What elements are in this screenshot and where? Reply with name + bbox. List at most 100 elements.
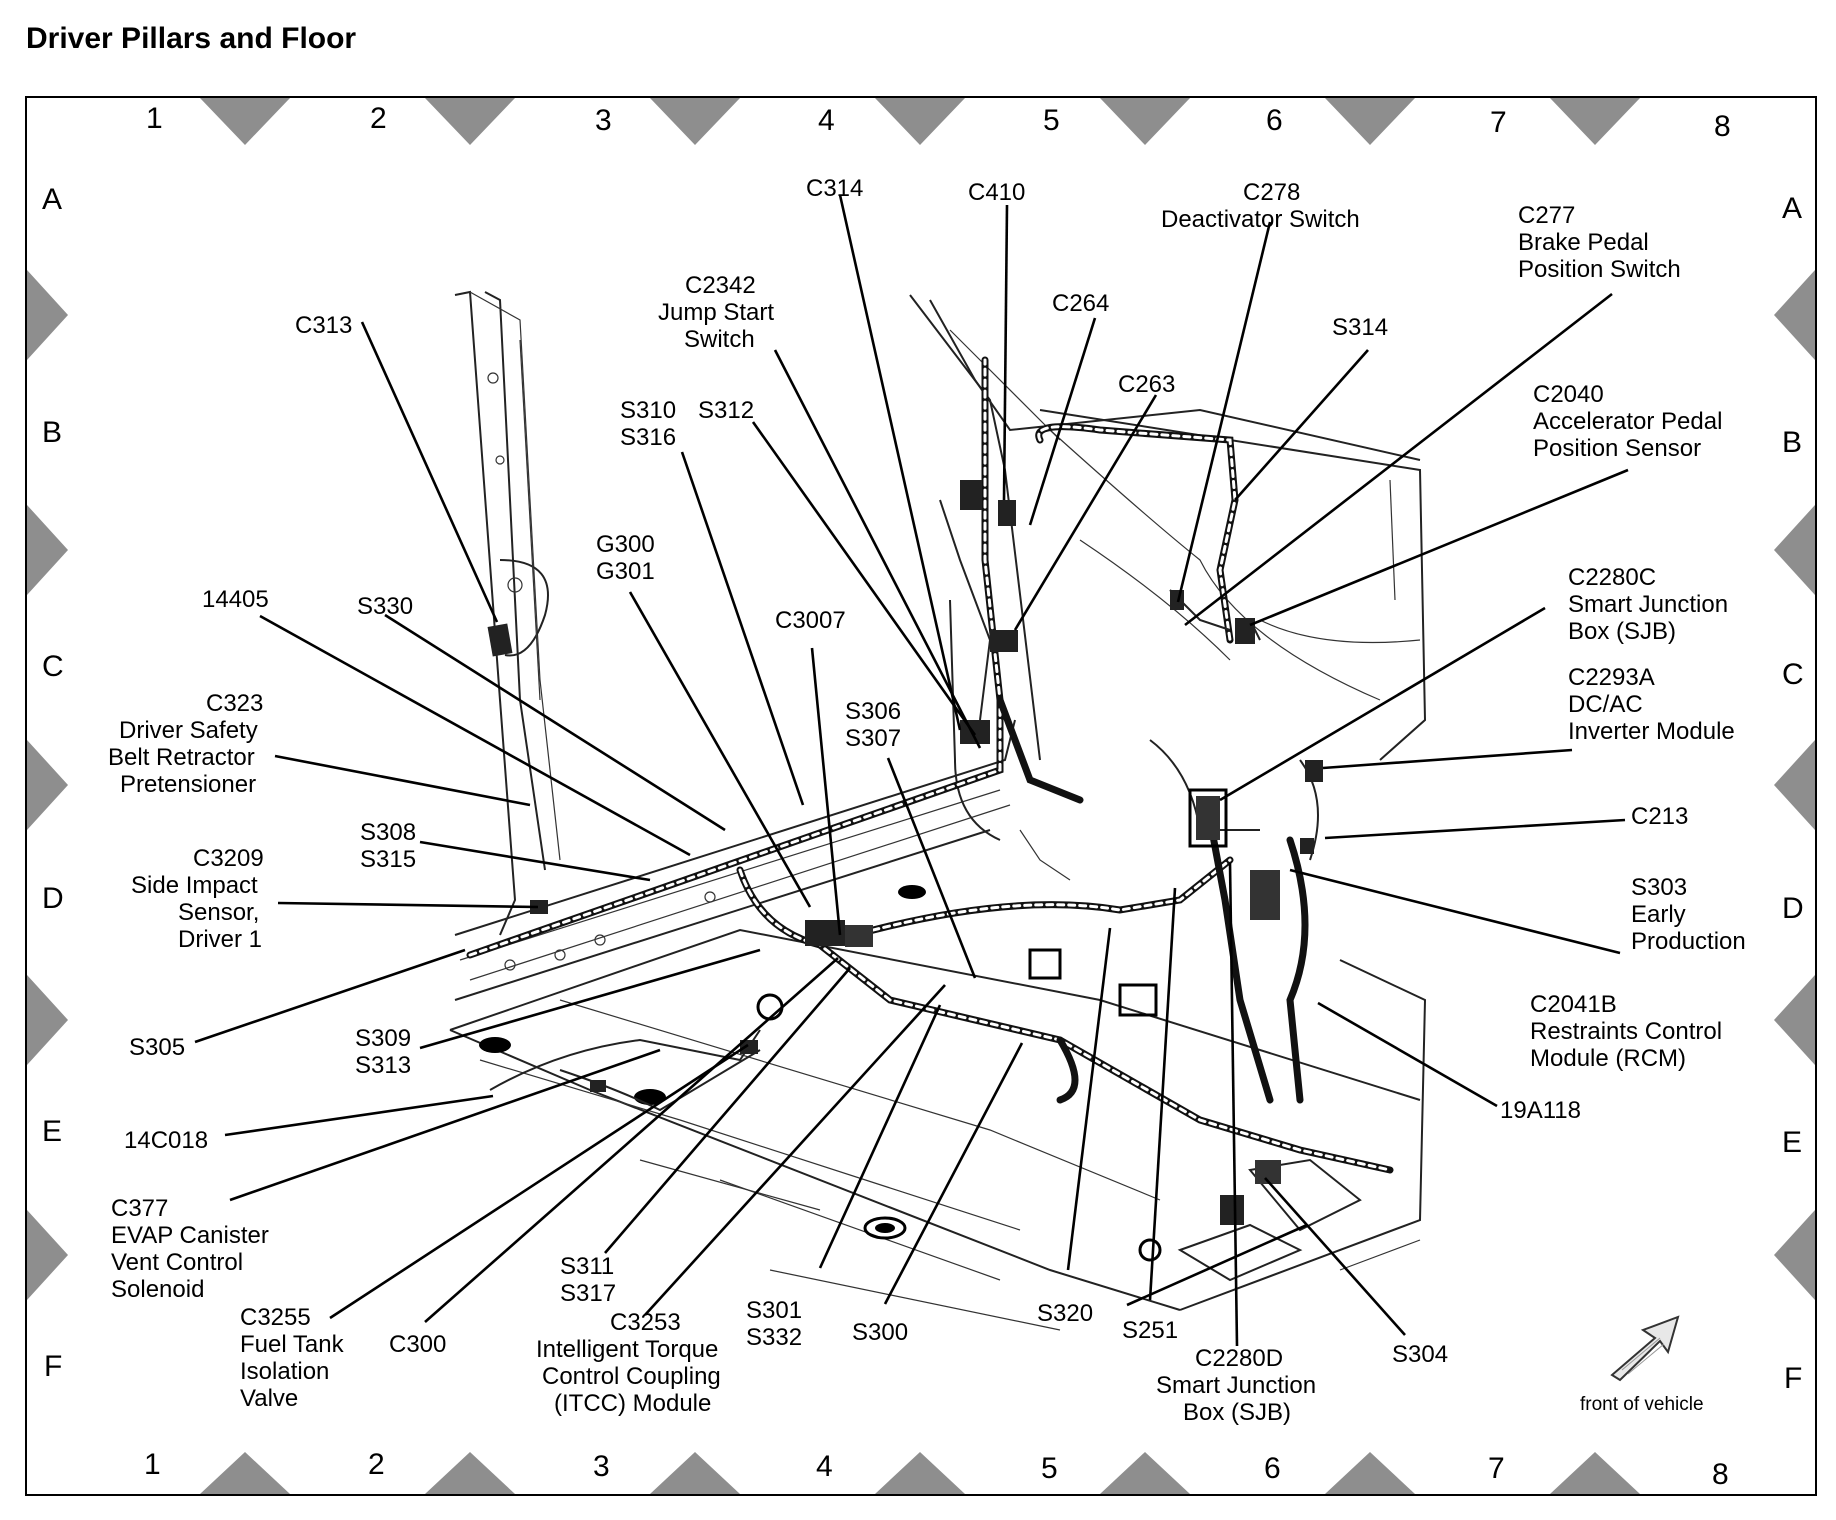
label-c3255-desc1: Fuel Tank <box>240 1331 345 1358</box>
label-s313: S313 <box>355 1052 411 1079</box>
label-c2293a: C2293A <box>1568 664 1655 691</box>
label-c377-desc2: Vent Control <box>111 1249 243 1276</box>
svg-text:A: A <box>1782 192 1802 225</box>
svg-text:6: 6 <box>1266 104 1283 137</box>
front-of-vehicle-indicator: front of vehicle <box>1580 1315 1704 1415</box>
label-s305: S305 <box>129 1034 185 1061</box>
label-s317: S317 <box>560 1280 616 1307</box>
svg-text:D: D <box>1782 892 1804 925</box>
label-c323-desc3: Pretensioner <box>120 771 256 798</box>
arrow-up-right-icon <box>1610 1315 1680 1382</box>
svg-text:7: 7 <box>1490 106 1507 139</box>
label-c3255-desc2: Isolation <box>240 1358 329 1385</box>
label-c2280d-desc1: Smart Junction <box>1156 1372 1316 1399</box>
label-s300: S300 <box>852 1319 908 1346</box>
grid-markers-left <box>27 270 68 1300</box>
grid-markers-top <box>200 98 1640 145</box>
svg-text:4: 4 <box>816 1450 833 1483</box>
label-s312: S312 <box>698 397 754 424</box>
label-s303-desc2: Production <box>1631 928 1746 955</box>
label-c314: C314 <box>806 175 863 202</box>
column-labels-top: 1 2 3 4 5 6 7 8 <box>146 102 1731 143</box>
label-c264: C264 <box>1052 290 1109 317</box>
label-s301: S301 <box>746 1297 802 1324</box>
label-c3253-desc2: Control Coupling <box>542 1363 721 1390</box>
component-labels: C314 C410 C278 Deactivator Switch C277 B… <box>108 175 1746 1426</box>
label-c213: C213 <box>1631 803 1688 830</box>
label-c3253-desc3: (ITCC) Module <box>554 1390 711 1417</box>
label-c278: C278 <box>1243 179 1300 206</box>
label-c2041b-desc2: Module (RCM) <box>1530 1045 1686 1072</box>
svg-text:6: 6 <box>1264 1452 1281 1485</box>
label-s314: S314 <box>1332 314 1388 341</box>
label-c2342: C2342 <box>685 272 756 299</box>
label-c3255-desc3: Valve <box>240 1385 298 1412</box>
label-c263: C263 <box>1118 371 1175 398</box>
label-c410: C410 <box>968 179 1025 206</box>
label-s308: S308 <box>360 819 416 846</box>
label-c377-desc3: Solenoid <box>111 1276 204 1303</box>
label-c300: C300 <box>389 1331 446 1358</box>
label-s316: S316 <box>620 424 676 451</box>
svg-text:D: D <box>42 882 64 915</box>
wiring-harness <box>466 356 1394 1262</box>
label-s330: S330 <box>357 593 413 620</box>
svg-text:B: B <box>1782 426 1802 459</box>
label-14c018: 14C018 <box>124 1127 208 1154</box>
svg-text:E: E <box>1782 1126 1802 1159</box>
label-c313: C313 <box>295 312 352 339</box>
label-c2280d: C2280D <box>1195 1345 1283 1372</box>
svg-text:5: 5 <box>1043 104 1060 137</box>
svg-text:3: 3 <box>593 1450 610 1483</box>
row-labels-left: A B C D E F <box>42 183 64 1383</box>
label-c2040: C2040 <box>1533 381 1604 408</box>
label-c3209-desc2: Sensor, <box>178 899 259 926</box>
label-c2280c-desc2: Box (SJB) <box>1568 618 1676 645</box>
label-c2342-desc1: Jump Start <box>658 299 774 326</box>
label-c3209-desc3: Driver 1 <box>178 926 262 953</box>
label-c377-desc1: EVAP Canister <box>111 1222 269 1249</box>
svg-text:2: 2 <box>368 1448 385 1481</box>
label-c3253-desc1: Intelligent Torque <box>536 1336 718 1363</box>
label-c2280c: C2280C <box>1568 564 1656 591</box>
svg-text:3: 3 <box>595 104 612 137</box>
label-s303-desc1: Early <box>1631 901 1686 928</box>
label-14405: 14405 <box>202 586 269 613</box>
label-c3253: C3253 <box>610 1309 681 1336</box>
label-c2040-desc1: Accelerator Pedal <box>1533 408 1722 435</box>
label-s311: S311 <box>560 1253 614 1280</box>
label-19a118: 19A118 <box>1500 1097 1581 1124</box>
svg-text:E: E <box>42 1115 62 1148</box>
svg-text:4: 4 <box>818 104 835 137</box>
svg-text:1: 1 <box>146 102 163 135</box>
label-c3209-desc1: Side Impact <box>131 872 258 899</box>
label-c323-desc2: Belt Retractor <box>108 744 255 771</box>
svg-text:2: 2 <box>370 102 387 135</box>
svg-text:C: C <box>1782 658 1804 691</box>
page-title: Driver Pillars and Floor <box>26 22 357 55</box>
label-c2280d-desc2: Box (SJB) <box>1183 1399 1291 1426</box>
label-s306: S306 <box>845 698 901 725</box>
grid-markers-right <box>1774 270 1815 1300</box>
label-c2280c-desc1: Smart Junction <box>1568 591 1728 618</box>
label-g301: G301 <box>596 558 655 585</box>
svg-text:8: 8 <box>1714 110 1731 143</box>
label-c323-desc1: Driver Safety <box>119 717 258 744</box>
svg-text:A: A <box>42 183 62 216</box>
label-c2342-desc2: Switch <box>684 326 755 353</box>
label-c323: C323 <box>206 690 263 717</box>
svg-text:7: 7 <box>1488 1452 1505 1485</box>
label-s303: S303 <box>1631 874 1687 901</box>
diagram-frame <box>25 96 1817 1496</box>
label-c377: C377 <box>111 1195 168 1222</box>
label-c278-desc: Deactivator Switch <box>1161 206 1360 233</box>
svg-text:F: F <box>44 1350 62 1383</box>
label-c2293a-desc2: Inverter Module <box>1568 718 1735 745</box>
label-g300: G300 <box>596 531 655 558</box>
front-of-vehicle-label: front of vehicle <box>1580 1394 1704 1415</box>
label-s307: S307 <box>845 725 901 752</box>
grid-markers-bottom <box>200 1452 1640 1494</box>
label-c2293a-desc1: DC/AC <box>1568 691 1643 718</box>
label-s315: S315 <box>360 846 416 873</box>
